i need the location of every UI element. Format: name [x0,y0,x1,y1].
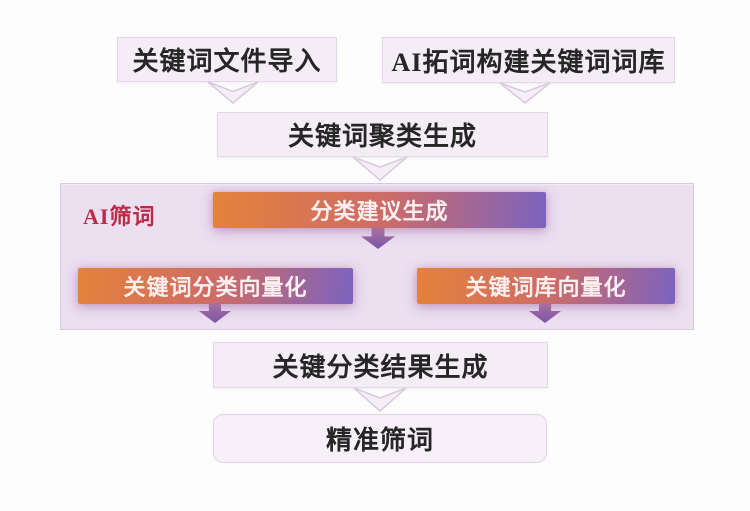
node-label: 精准筛词 [325,426,434,455]
node-keyword-class-vectorization: 关键词分类向量化 [78,268,353,304]
node-label: 关键分类结果生成 [272,352,489,382]
node-keyword-lib-vectorization: 关键词库向量化 [417,268,675,304]
arrow-down-icon [207,81,259,104]
arrow-down-icon [353,387,407,412]
node-precise-filtering: 精准筛词 [213,414,547,463]
node-label: 关键词聚类生成 [287,122,477,151]
arrow-down-icon [499,82,551,104]
node-classification-result: 关键分类结果生成 [213,342,548,388]
node-label: 分类建议生成 [310,199,449,224]
node-keyword-file-import: 关键词文件导入 [117,37,337,82]
node-classification-suggestion: 分类建议生成 [213,192,546,228]
arrow-down-icon [352,156,408,181]
group-label: AI筛词 [83,204,156,229]
node-label: 关键词文件导入 [132,47,322,76]
node-ai-expand-thesaurus: AI拓词构建关键词词库 [382,37,675,83]
node-label: 关键词库向量化 [465,275,627,300]
node-keyword-clustering: 关键词聚类生成 [217,112,548,157]
node-label: 关键词分类向量化 [123,275,308,300]
node-label: AI拓词构建关键词词库 [391,47,666,77]
